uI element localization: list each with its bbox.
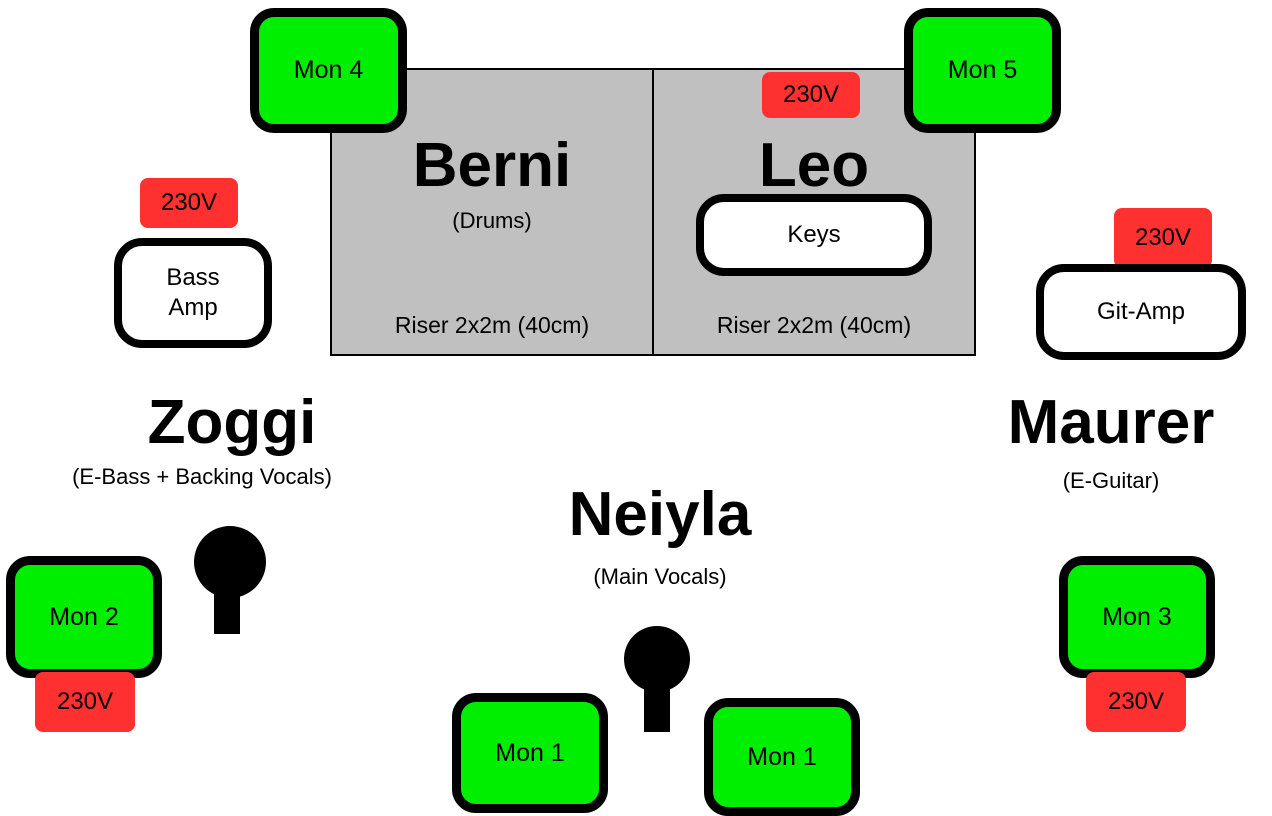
zoggi-microphone-icon [194,526,266,634]
monitor-3: Mon 3 [1059,556,1215,678]
mon2-power-outlet: 230V [35,672,135,732]
monitor-4: Mon 4 [250,8,407,133]
keys-riser-label: Riser 2x2m (40cm) [716,312,912,338]
berni-name: Berni [412,131,572,200]
neiyla-role: (Main Vocals) [593,564,727,589]
git-power-outlet: 230V [1114,208,1212,268]
keys-instrument: Keys [696,194,932,276]
mic-stem [214,576,240,634]
berni-role: (Drums) [452,208,532,233]
zoggi-role: (E-Bass + Backing Vocals) [72,464,332,489]
drum-riser-label: Riser 2x2m (40cm) [394,312,590,338]
monitor-5: Mon 5 [904,8,1061,133]
monitor-1-right: Mon 1 [704,698,860,816]
neiyla-name: Neiyla [568,480,752,549]
bass-power-outlet: 230V [140,178,238,228]
mon3-power-outlet: 230V [1086,672,1186,732]
zoggi-name: Zoggi [147,388,317,457]
monitor-2: Mon 2 [6,556,162,678]
leo-name: Leo [758,131,870,200]
monitor-1-left: Mon 1 [452,693,608,813]
mic-stem [644,672,670,732]
maurer-role: (E-Guitar) [1062,468,1160,493]
git-amp: Git-Amp [1036,264,1246,360]
keys-power-outlet: 230V [762,72,860,118]
bass-amp: Bass Amp [114,238,272,348]
maurer-name: Maurer [1007,388,1215,457]
neiyla-microphone-icon [624,626,690,732]
